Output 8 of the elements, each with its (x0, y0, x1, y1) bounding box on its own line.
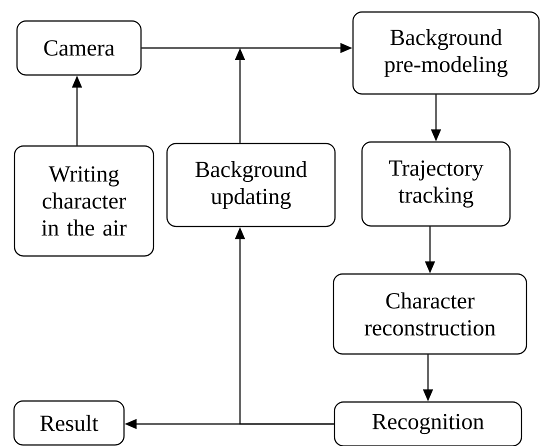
process-box: Background pre-modeling (352, 11, 540, 95)
process-box: Trajectory tracking (361, 141, 511, 227)
process-box: Result (13, 400, 125, 446)
process-box: Writing character in the air (14, 145, 154, 257)
process-box: Camera (16, 20, 142, 76)
process-box: Background updating (166, 142, 336, 228)
process-box: Character reconstruction (332, 273, 528, 355)
process-box: Recognition (334, 401, 522, 446)
